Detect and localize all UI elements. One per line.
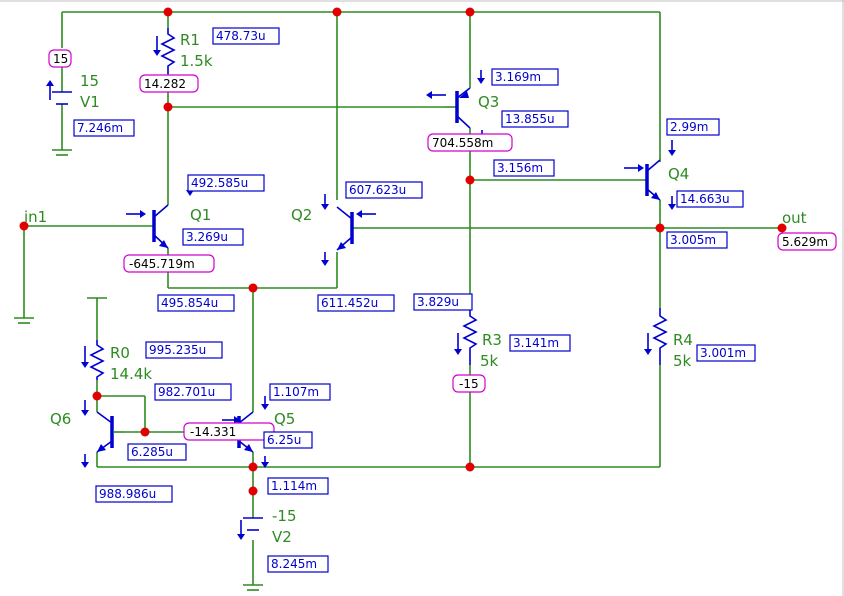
voltage-probe-q3-base[interactable]: 704.558m bbox=[427, 133, 513, 152]
svg-text:5.629m: 5.629m bbox=[782, 235, 828, 249]
svg-text:14.663u: 14.663u bbox=[680, 192, 730, 206]
voltage-probe-q5-base[interactable]: -14.331 bbox=[183, 422, 275, 441]
current-probe-q1-collector[interactable]: 492.585u bbox=[187, 174, 265, 192]
current-probe-q2-emitter[interactable]: 611.452u bbox=[317, 294, 395, 312]
svg-text:-15: -15 bbox=[459, 377, 479, 391]
current-probe-r4[interactable]: 3.001m bbox=[696, 344, 756, 362]
svg-text:3.001m: 3.001m bbox=[700, 346, 746, 360]
current-probe-q5-emitter[interactable]: 1.114m bbox=[267, 477, 329, 495]
transistor-q3[interactable] bbox=[426, 70, 486, 144]
q2-name: Q2 bbox=[291, 206, 312, 224]
svg-text:495.854u: 495.854u bbox=[161, 296, 218, 310]
svg-text:-645.719m: -645.719m bbox=[129, 257, 195, 271]
svg-text:2.99m: 2.99m bbox=[670, 120, 708, 134]
svg-text:3.169m: 3.169m bbox=[495, 70, 541, 84]
current-probe-q5-collector[interactable]: 1.107m bbox=[269, 383, 331, 401]
current-probe-q3-base[interactable]: 13.855u bbox=[501, 110, 569, 128]
transistor-q6[interactable] bbox=[81, 400, 124, 468]
current-probe-q1-emitter[interactable]: 495.854u bbox=[157, 294, 235, 312]
svg-text:982.701u: 982.701u bbox=[158, 385, 215, 399]
svg-text:611.452u: 611.452u bbox=[321, 296, 378, 310]
svg-text:492.585u: 492.585u bbox=[191, 176, 248, 190]
voltage-probe-out[interactable]: 5.629m bbox=[777, 232, 837, 251]
svg-text:6.285u: 6.285u bbox=[131, 445, 173, 459]
current-probe-q4-collector[interactable]: 3.005m bbox=[666, 231, 728, 249]
resistor-r1[interactable] bbox=[153, 28, 176, 74]
current-probe-v1[interactable]: 7.246m bbox=[73, 119, 135, 137]
q6-name: Q6 bbox=[50, 410, 71, 428]
v2-value: -15 bbox=[272, 507, 297, 525]
current-probe-q4-emitter[interactable]: 2.99m bbox=[666, 118, 720, 136]
r3-name: R3 bbox=[482, 331, 502, 349]
v1-value: 15 bbox=[80, 72, 99, 90]
r1-name: R1 bbox=[180, 31, 200, 49]
current-probe-q6-emitter[interactable]: 988.986u bbox=[95, 485, 173, 503]
current-probe-r0[interactable]: 995.235u bbox=[145, 341, 223, 359]
svg-text:3.269u: 3.269u bbox=[186, 230, 228, 244]
svg-text:478.73u: 478.73u bbox=[216, 29, 266, 43]
current-probe-r3[interactable]: 3.141m bbox=[509, 334, 571, 352]
output-net-label: out bbox=[782, 209, 807, 227]
ground-symbol-v2 bbox=[243, 584, 263, 591]
svg-text:988.986u: 988.986u bbox=[99, 487, 156, 501]
resistor-r3[interactable] bbox=[454, 308, 478, 365]
input-net-label: in1 bbox=[24, 208, 47, 226]
svg-text:14.282: 14.282 bbox=[144, 77, 186, 91]
current-probe-r3-top[interactable]: 3.829u bbox=[413, 293, 473, 311]
ground-symbol-v1 bbox=[52, 149, 72, 156]
svg-text:8.245m: 8.245m bbox=[271, 557, 317, 571]
resistor-r0[interactable] bbox=[81, 340, 105, 380]
r0-value: 14.4k bbox=[110, 365, 152, 383]
ground-symbol-in1 bbox=[14, 317, 34, 324]
svg-text:15: 15 bbox=[53, 52, 68, 66]
transistor-q2[interactable] bbox=[321, 194, 376, 266]
current-probe-q2-collector[interactable]: 607.623u bbox=[345, 181, 423, 199]
svg-text:3.141m: 3.141m bbox=[513, 336, 559, 350]
voltage-probe-vee[interactable]: -15 bbox=[452, 374, 486, 393]
current-probe-q5-base[interactable]: 6.25u bbox=[263, 431, 313, 449]
svg-text:607.623u: 607.623u bbox=[349, 183, 406, 197]
q3-name: Q3 bbox=[478, 93, 499, 111]
current-probe-q1-base[interactable]: 3.269u bbox=[182, 228, 244, 246]
current-probe-q6-collector[interactable]: 982.701u bbox=[154, 383, 232, 401]
svg-text:13.855u: 13.855u bbox=[505, 112, 555, 126]
svg-text:1.107m: 1.107m bbox=[273, 385, 319, 399]
voltage-source-v2[interactable] bbox=[237, 517, 263, 540]
svg-text:6.25u: 6.25u bbox=[267, 433, 301, 447]
svg-text:3.156m: 3.156m bbox=[497, 161, 543, 175]
resistor-r4[interactable] bbox=[644, 308, 668, 365]
current-probe-v2[interactable]: 8.245m bbox=[267, 555, 329, 573]
q1-name: Q1 bbox=[190, 206, 211, 224]
voltage-probe-vcc[interactable]: 15 bbox=[48, 49, 72, 68]
svg-text:3.005m: 3.005m bbox=[670, 233, 716, 247]
svg-text:995.235u: 995.235u bbox=[149, 343, 206, 357]
current-probe-q3-emitter[interactable]: 3.169m bbox=[491, 68, 559, 86]
current-probe-r1[interactable]: 478.73u bbox=[212, 27, 280, 45]
svg-text:1.114m: 1.114m bbox=[271, 479, 317, 493]
q5-name: Q5 bbox=[274, 410, 295, 428]
r4-value: 5k bbox=[673, 352, 692, 370]
current-probe-q6-base[interactable]: 6.285u bbox=[127, 443, 187, 461]
svg-text:-14.331: -14.331 bbox=[190, 425, 236, 439]
v1-name: V1 bbox=[80, 93, 100, 111]
svg-text:7.246m: 7.246m bbox=[77, 121, 123, 135]
r0-name: R0 bbox=[110, 344, 130, 362]
v2-name: V2 bbox=[272, 528, 292, 546]
r4-name: R4 bbox=[673, 331, 693, 349]
current-probe-q3-collector[interactable]: 3.156m bbox=[493, 159, 555, 177]
r1-value: 1.5k bbox=[180, 52, 213, 70]
wires bbox=[23, 11, 782, 585]
r3-value: 5k bbox=[480, 352, 499, 370]
voltage-probe-r1-bottom[interactable]: 14.282 bbox=[139, 74, 199, 93]
current-probe-q4-base[interactable]: 14.663u bbox=[676, 190, 744, 208]
voltage-probe-q1-emitter[interactable]: -645.719m bbox=[123, 254, 215, 273]
svg-text:704.558m: 704.558m bbox=[432, 136, 493, 150]
transistor-q4[interactable] bbox=[624, 140, 676, 210]
svg-text:3.829u: 3.829u bbox=[417, 295, 459, 309]
q4-name: Q4 bbox=[668, 165, 689, 183]
node-dots bbox=[19, 7, 787, 496]
voltage-source-v1[interactable] bbox=[46, 80, 72, 105]
